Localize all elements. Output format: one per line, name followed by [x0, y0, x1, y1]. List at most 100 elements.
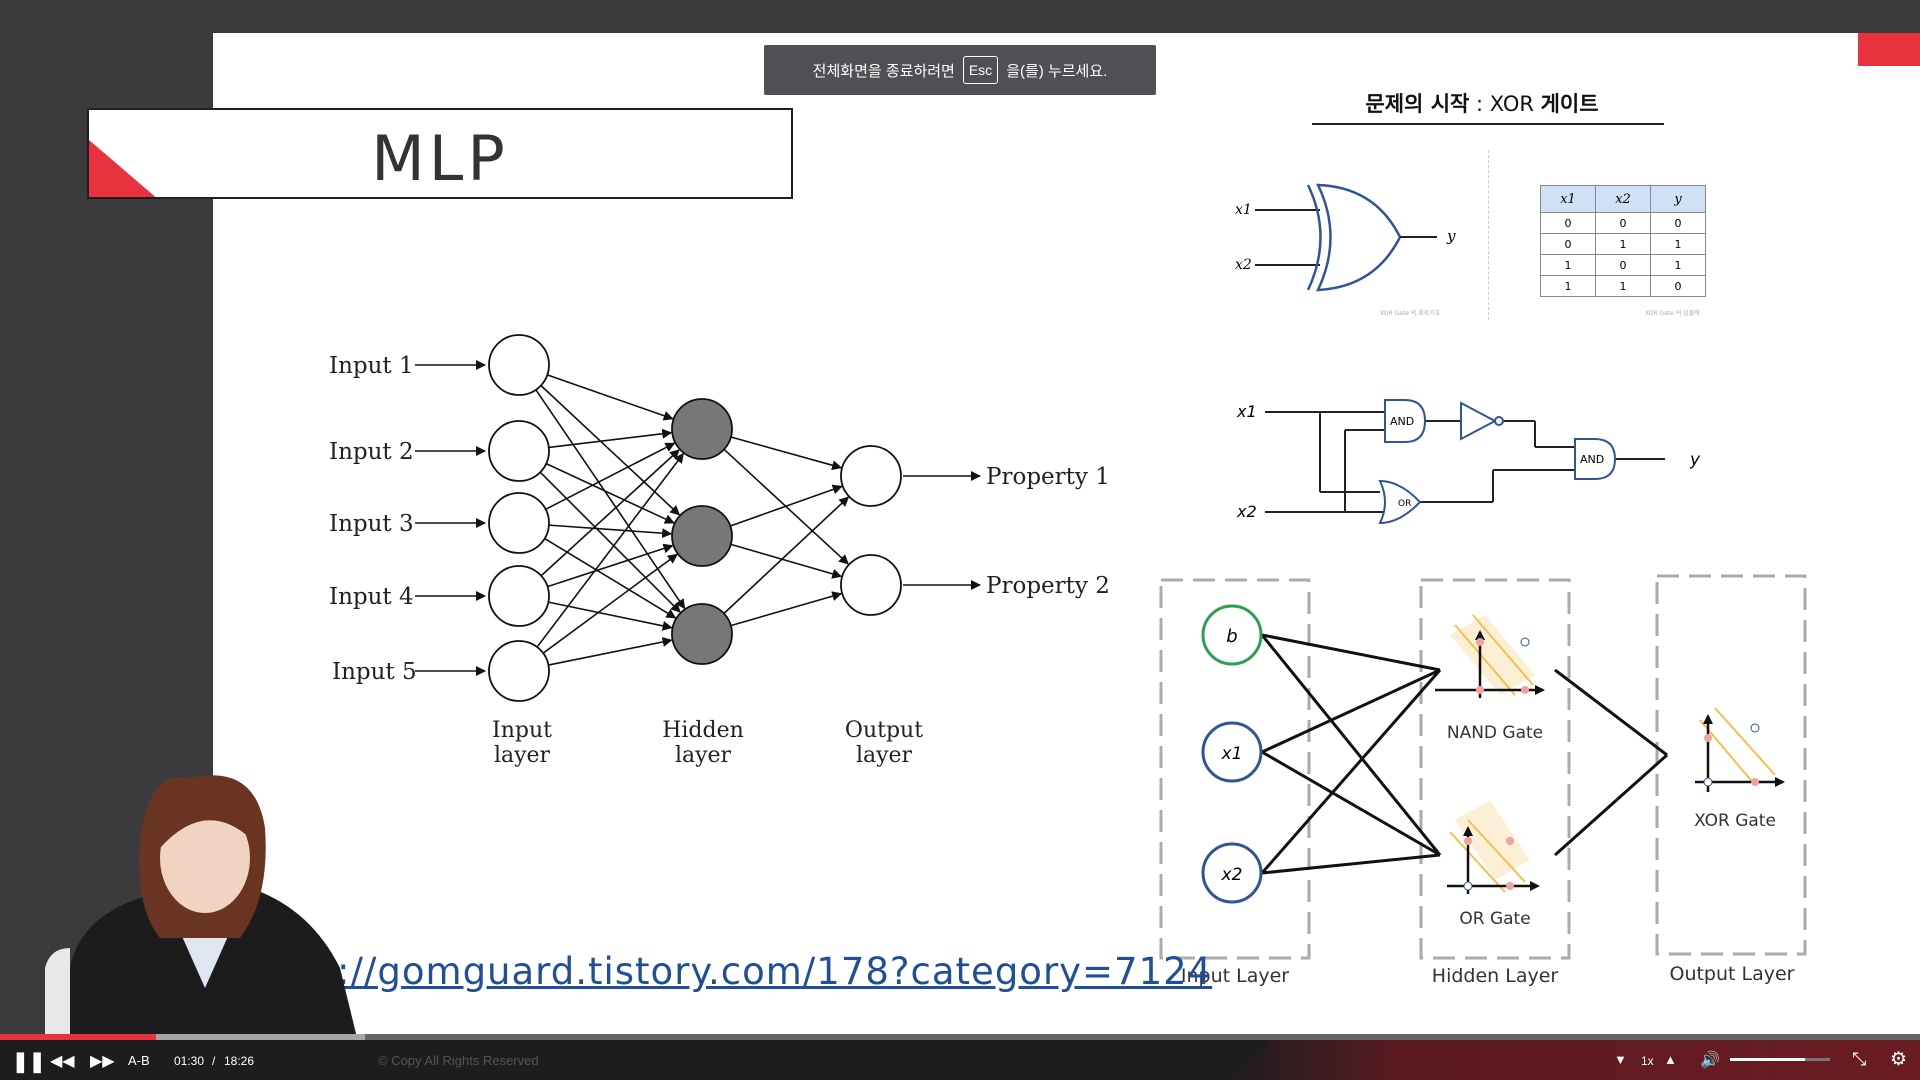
truth-table-header: x1: [1540, 185, 1596, 213]
total-time: 18:26: [224, 1054, 255, 1068]
mlp-layer-label: Output: [845, 718, 923, 743]
volume-icon[interactable]: 🔊: [1700, 1052, 1720, 1069]
volume-level: [1730, 1058, 1805, 1061]
gate-network-diagram: b x1 x2 NAND Gate: [1159, 574, 1807, 987]
speed-up-icon[interactable]: ▲: [1664, 1052, 1677, 1067]
truth-table-cell: 1: [1540, 254, 1596, 276]
mlp-hidden-node: [671, 505, 733, 567]
mlp-output-label: Property 1: [986, 464, 1110, 490]
truth-table-cell: 0: [1650, 212, 1706, 234]
x1-node: [1201, 721, 1263, 783]
mlp-output-node: [840, 445, 902, 507]
xor-table-caption: XOR Gate 의 입출력: [1645, 310, 1700, 317]
xor-title-bold: 문제의 시작: [1365, 92, 1470, 116]
truth-table-cell: 0: [1540, 212, 1596, 234]
xor-input-x2: x2: [1235, 257, 1252, 273]
mlp-edge: [730, 591, 843, 627]
circuit-output-y: y: [1689, 450, 1701, 470]
nand-gate-plot: [1435, 614, 1545, 698]
output-layer-label: Output Layer: [1669, 963, 1794, 985]
mlp-edge: [548, 601, 673, 631]
progress-buffer: [0, 1034, 365, 1040]
truth-table-cell: 0: [1595, 212, 1651, 234]
nand-gate-label: NAND Gate: [1447, 723, 1543, 743]
xor-gate-plot: [1695, 707, 1785, 792]
mlp-output-node: [840, 554, 902, 616]
mlp-edge: [536, 452, 684, 648]
xor-gate-symbol: x1 x2 y: [1235, 183, 1456, 292]
truth-table-cell: 0: [1595, 254, 1651, 276]
source-url-link[interactable]: ://gomguard.tistory.com/178?category=712…: [337, 950, 1213, 993]
mlp-input-label: Input 5: [332, 659, 417, 685]
mlp-input-node: [488, 492, 550, 554]
playback-speed: 1x: [1641, 1054, 1654, 1068]
xor-input-x1: x1: [1235, 202, 1252, 218]
mlp-edge: [548, 637, 673, 666]
mlp-input-node: [488, 640, 550, 702]
truth-table-header: x2: [1595, 185, 1651, 213]
corner-accent: [1858, 33, 1920, 66]
exit-fullscreen-icon[interactable]: ⤡: [1852, 1049, 1867, 1069]
mlp-edge: [542, 553, 678, 654]
copyright-text: © Copy All Rights Reserved: [378, 1053, 539, 1068]
mlp-output-label: Property 2: [986, 573, 1110, 599]
gate-label-and2: AND: [1580, 453, 1604, 466]
truth-table-header: y: [1650, 185, 1706, 213]
pause-icon[interactable]: ❚❚: [12, 1051, 46, 1073]
mlp-layer-label: layer: [494, 743, 551, 768]
speed-down-icon[interactable]: ▼: [1614, 1052, 1627, 1067]
fast-forward-icon[interactable]: ▶▶: [90, 1053, 115, 1070]
time-separator: /: [212, 1054, 216, 1068]
truth-table-cell: 1: [1540, 275, 1596, 297]
xor-title-sep: : XOR: [1469, 92, 1541, 116]
mlp-input-label: Input 4: [329, 584, 414, 610]
mlp-layer-label: Input: [492, 718, 552, 743]
mlp-edge: [547, 374, 674, 421]
ab-repeat-button[interactable]: A-B: [128, 1053, 150, 1068]
slide-title-box: MLP: [87, 108, 793, 199]
progress-fill: [0, 1034, 156, 1040]
circuit-input-x1: x1: [1236, 402, 1257, 421]
mlp-edge: [535, 389, 686, 610]
mlp-connections: [415, 360, 981, 676]
truth-table-cell: 0: [1540, 233, 1596, 255]
truth-table-cell: 0: [1650, 275, 1706, 297]
hidden-layer-label: Hidden Layer: [1432, 965, 1559, 987]
rewind-icon[interactable]: ◀◀: [50, 1053, 75, 1070]
section-divider: [1488, 150, 1489, 320]
progress-track[interactable]: [0, 1034, 1920, 1040]
mlp-edge: [545, 442, 676, 511]
xor-title-underline: [1312, 123, 1664, 125]
mlp-edge: [540, 449, 680, 577]
mlp-input-node: [488, 420, 550, 482]
mlp-input-node: [488, 334, 550, 396]
settings-gear-icon[interactable]: ⚙: [1890, 1049, 1908, 1070]
fullscreen-exit-banner: 전체화면을 종료하려면 Esc 을(를) 누르세요.: [764, 45, 1156, 95]
or-gate-label: OR Gate: [1459, 909, 1530, 929]
mlp-layer-label: Hidden: [662, 718, 744, 743]
mlp-layer-label: layer: [856, 743, 913, 768]
banner-text-before: 전체화면을 종료하려면: [812, 62, 955, 80]
xor-title-bold2: 게이트: [1540, 92, 1599, 116]
presenter-video: [45, 775, 360, 1050]
mlp-hidden-node: [671, 603, 733, 665]
x1-label: x1: [1221, 744, 1243, 764]
circuit-input-x2: x2: [1236, 502, 1257, 521]
or-gate-plot: [1447, 800, 1540, 894]
truth-table-cell: 1: [1650, 254, 1706, 276]
mlp-edge: [545, 462, 675, 524]
mlp-edge: [730, 484, 843, 527]
mlp-input-label: Input 2: [329, 439, 414, 465]
xor-symbol-caption: XOR Gate 의 회로기호: [1380, 310, 1441, 317]
mlp-input-node: [488, 565, 550, 627]
mlp-edge: [548, 428, 673, 449]
x2-node: [1201, 842, 1263, 904]
esc-key-badge: Esc: [962, 56, 999, 84]
mlp-edge: [547, 543, 674, 588]
mlp-edge: [723, 496, 850, 615]
